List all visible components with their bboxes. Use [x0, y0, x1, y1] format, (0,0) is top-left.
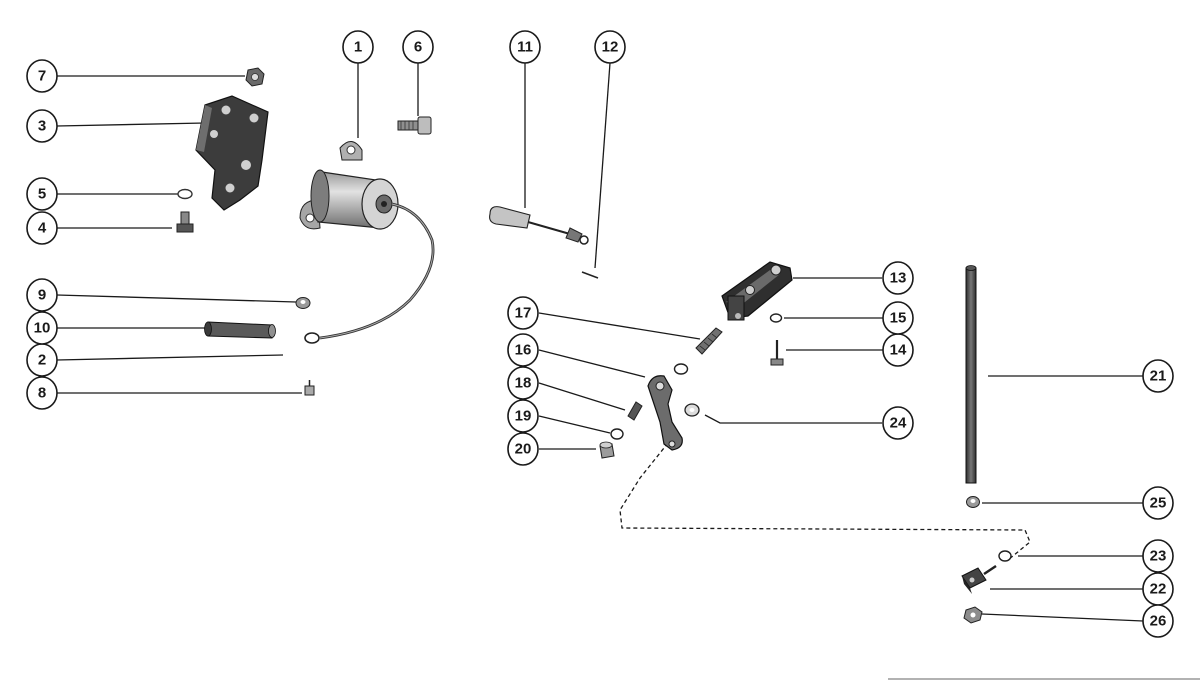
callout-17-label: 17 — [515, 305, 532, 322]
part-23-washer — [998, 550, 1012, 562]
leader-3 — [56, 122, 206, 127]
callout-14: 14 — [882, 333, 914, 367]
callout-26: 26 — [1142, 604, 1174, 638]
callout-23-label: 23 — [1150, 548, 1167, 565]
callout-4-label: 4 — [38, 220, 47, 237]
callout-24-label: 24 — [890, 415, 907, 432]
part-24-washer — [684, 403, 700, 417]
leader-2 — [56, 354, 284, 361]
part-22-cable-end — [961, 564, 997, 594]
part-8-nut — [304, 380, 315, 396]
callout-9-label: 9 — [38, 287, 46, 304]
leader-18 — [538, 382, 626, 411]
callout-15-label: 15 — [890, 310, 907, 327]
callout-23: 23 — [1142, 539, 1174, 573]
callout-1: 1 — [342, 30, 374, 64]
callout-20-label: 20 — [515, 441, 532, 458]
callout-26-label: 26 — [1150, 613, 1167, 630]
part-18-stud — [627, 401, 643, 421]
part-11-plug — [489, 206, 589, 245]
part-10-sleeve — [204, 321, 276, 339]
part-15-washer — [769, 313, 783, 323]
part-9-nut — [295, 297, 311, 309]
callout-3-label: 3 — [38, 118, 46, 135]
callout-19-label: 19 — [515, 408, 532, 425]
callout-2: 2 — [26, 343, 58, 377]
callout-6: 6 — [402, 30, 434, 64]
callout-25-label: 25 — [1150, 495, 1167, 512]
part-21-rod — [965, 265, 977, 484]
callout-8-label: 8 — [38, 385, 46, 402]
callout-19: 19 — [507, 399, 539, 433]
part-13-link — [721, 261, 793, 321]
callout-18: 18 — [507, 366, 539, 400]
callout-17: 17 — [507, 296, 539, 330]
leader-26 — [981, 613, 1144, 622]
leader-16 — [538, 349, 646, 378]
part-26-nut — [963, 606, 983, 624]
part-17-stud — [695, 327, 723, 355]
part-1-solenoid — [299, 141, 399, 230]
callout-14-label: 14 — [890, 342, 907, 359]
part-7-nut — [245, 67, 265, 87]
callout-5-label: 5 — [38, 186, 46, 203]
callout-7: 7 — [26, 59, 58, 93]
callout-16-label: 16 — [515, 342, 532, 359]
part-1-lead-wire — [304, 202, 435, 344]
leader-lines — [56, 62, 1144, 622]
callout-10-label: 10 — [34, 320, 51, 337]
leader-17 — [538, 312, 701, 340]
part-19-washer — [610, 428, 624, 440]
callout-9: 9 — [26, 278, 58, 312]
callout-12: 12 — [594, 30, 626, 64]
callout-20: 20 — [507, 432, 539, 466]
callout-3: 3 — [26, 109, 58, 143]
callout-11-label: 11 — [517, 39, 533, 56]
part-4-screw — [176, 211, 194, 233]
callout-12-label: 12 — [602, 39, 619, 56]
leader-24 — [704, 414, 882, 424]
callout-5: 5 — [26, 177, 58, 211]
parts — [176, 67, 1200, 680]
callout-25: 25 — [1142, 486, 1174, 520]
part-20-spacer — [599, 441, 615, 459]
callout-7-label: 7 — [38, 68, 46, 85]
callout-22-label: 22 — [1150, 581, 1167, 598]
callout-13: 13 — [882, 261, 914, 295]
callout-2-label: 2 — [38, 352, 46, 369]
callout-22: 22 — [1142, 572, 1174, 606]
callout-24: 24 — [882, 406, 914, 440]
callout-18-label: 18 — [515, 375, 532, 392]
part-3-bracket — [195, 95, 269, 211]
callout-11: 11 — [509, 30, 541, 64]
callout-4: 4 — [26, 211, 58, 245]
part-6-bolt — [397, 116, 432, 135]
part-16-lever — [647, 375, 683, 451]
leader-12 — [594, 62, 611, 269]
part-12-pin — [581, 271, 599, 279]
callout-21: 21 — [1142, 359, 1174, 393]
leader-9 — [56, 294, 297, 303]
callouts: 1 2 3 4 5 6 7 8 — [26, 30, 1174, 638]
part-5-washer — [177, 188, 193, 200]
callout-21-label: 21 — [1150, 368, 1167, 385]
callout-16: 16 — [507, 333, 539, 367]
part-16-washer — [673, 363, 689, 375]
callout-8: 8 — [26, 376, 58, 410]
leader-19 — [538, 415, 611, 434]
callout-15: 15 — [882, 301, 914, 335]
callout-13-label: 13 — [890, 270, 907, 287]
callout-10: 10 — [26, 311, 58, 345]
part-14-screw — [770, 340, 784, 366]
callout-1-label: 1 — [354, 39, 362, 56]
callout-6-label: 6 — [414, 39, 422, 56]
part-25-nut — [966, 496, 980, 508]
cable-route-dashed — [619, 442, 1031, 561]
